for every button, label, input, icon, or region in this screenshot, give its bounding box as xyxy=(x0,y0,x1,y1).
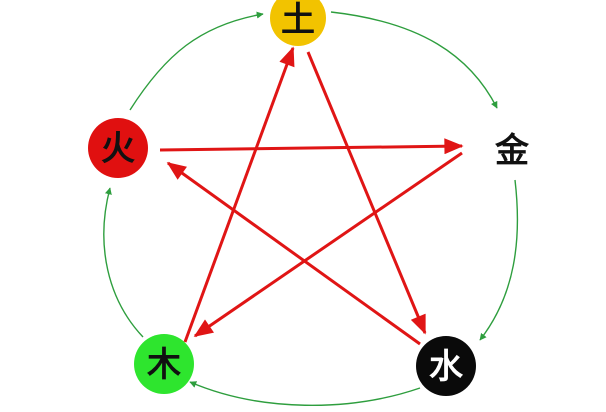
generating-cycle xyxy=(103,11,519,406)
earth-circle xyxy=(270,0,326,46)
cycle-arc-fire-earth xyxy=(129,11,264,111)
cycle-arc-earth-metal xyxy=(330,11,498,109)
wood-label: 木 xyxy=(146,345,181,385)
cycle-arc-metal-water xyxy=(479,179,519,341)
fire-label: 火 xyxy=(101,129,135,169)
star-arrow-water-fire xyxy=(166,161,421,346)
element-node-metal: 金 xyxy=(486,124,538,176)
star-arrow-metal-wood xyxy=(193,151,463,338)
water-label: 水 xyxy=(429,347,464,387)
element-node-water: 水 xyxy=(416,336,476,396)
element-node-fire: 火 xyxy=(88,118,148,178)
element-node-wood: 木 xyxy=(134,334,194,394)
star-arrow-earth-water xyxy=(306,51,427,335)
water-circle xyxy=(416,336,476,396)
cycle-arc-wood-fire xyxy=(103,187,144,338)
star-arrow-fire-metal xyxy=(159,138,464,155)
element-node-earth: 土 xyxy=(270,0,326,46)
overcoming-star xyxy=(159,46,464,346)
metal-circle xyxy=(486,124,538,176)
metal-label: 金 xyxy=(494,131,530,171)
fire-circle xyxy=(88,118,148,178)
star-arrow-wood-earth xyxy=(183,46,295,343)
cycle-arc-water-wood xyxy=(189,381,421,406)
wood-circle xyxy=(134,334,194,394)
earth-label: 土 xyxy=(281,0,315,40)
